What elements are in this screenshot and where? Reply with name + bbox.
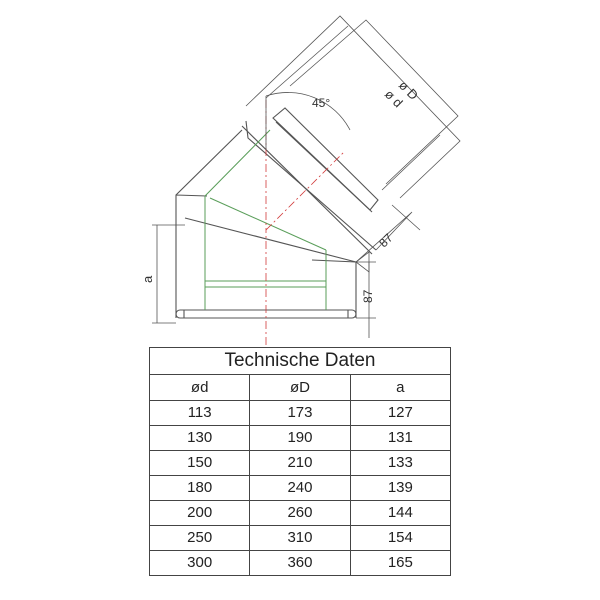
upper-spigot (272, 107, 379, 213)
technical-data-table: Technische Daten ød øD a 113 173 127 130… (148, 347, 452, 576)
table-cell: 165 (349, 550, 452, 576)
table-row: 200 260 144 (148, 500, 452, 526)
table-cell: 133 (349, 450, 452, 476)
table-title: Technische Daten (149, 347, 451, 375)
table-row: 150 210 133 (148, 450, 452, 476)
center-axis (265, 100, 346, 345)
table-cell: 127 (349, 400, 452, 426)
table-row: 250 310 154 (148, 525, 452, 551)
table-cell: 113 (148, 400, 251, 426)
table-cell: 190 (249, 425, 351, 451)
angle-label: 45° (312, 96, 330, 110)
column-header-height: a (349, 374, 452, 401)
table-row: 300 360 165 (148, 550, 452, 576)
lower-length-dimension: 87 (355, 251, 376, 338)
diameter-dimensions: ø D ø d (245, 15, 461, 199)
height-dimension: a (140, 224, 185, 324)
table-cell: 144 (349, 500, 452, 526)
table-cell: 180 (148, 475, 251, 501)
angle-marker: 45° (265, 92, 351, 150)
table-cell: 210 (249, 450, 351, 476)
height-label: a (140, 275, 155, 283)
inner-pipe (204, 129, 327, 310)
upper-length-dimension: 87 (355, 204, 421, 263)
table-row: 180 240 139 (148, 475, 452, 501)
technical-data-table-container: Technische Daten ød øD a 113 173 127 130… (148, 347, 452, 576)
table-cell: 260 (249, 500, 351, 526)
lower-length-label: 87 (361, 289, 375, 303)
table-cell: 173 (249, 400, 351, 426)
table-cell: 154 (349, 525, 452, 551)
table-cell: 139 (349, 475, 452, 501)
table-cell: 310 (249, 525, 351, 551)
table-row: 130 190 131 (148, 425, 452, 451)
column-header-inner-diameter: ød (148, 374, 251, 401)
elbow-technical-drawing: 45° ø D ø d 87 87 a (140, 15, 461, 345)
table-cell: 130 (148, 425, 251, 451)
table-cell: 240 (249, 475, 351, 501)
table-header-row: ød øD a (148, 374, 452, 401)
table-cell: 150 (148, 450, 251, 476)
table-cell: 300 (148, 550, 251, 576)
elbow-outline (175, 120, 377, 318)
table-cell: 131 (349, 425, 452, 451)
column-header-outer-diameter: øD (249, 374, 351, 401)
table-row: 113 173 127 (148, 400, 452, 426)
table-cell: 200 (148, 500, 251, 526)
table-cell: 360 (249, 550, 351, 576)
table-cell: 250 (148, 525, 251, 551)
